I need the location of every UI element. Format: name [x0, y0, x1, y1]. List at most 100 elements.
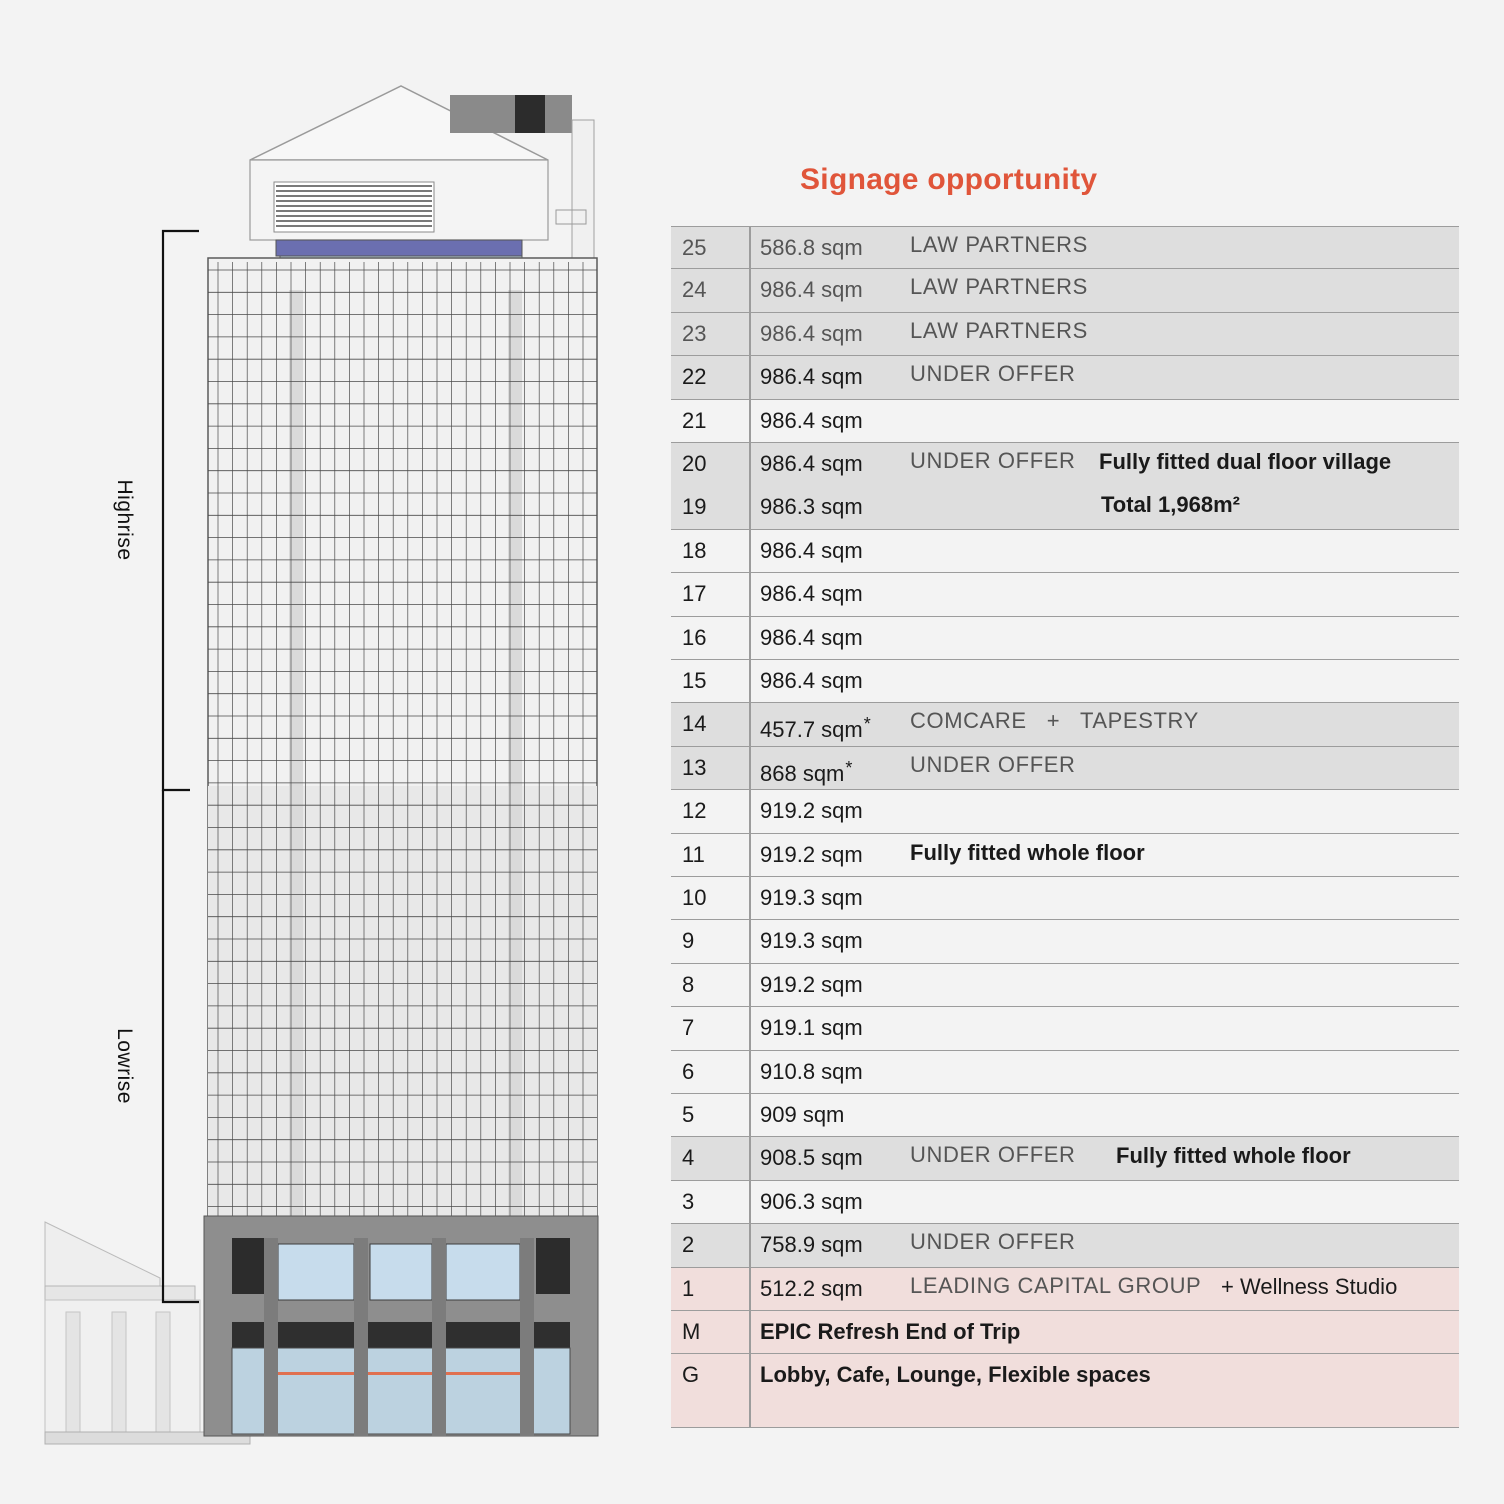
footnote-asterisk: *	[845, 757, 853, 778]
floor-number: M	[682, 1319, 701, 1344]
floor-area: 919.2 sqm	[760, 841, 863, 867]
tenant-status: COMCARE + TAPESTRY	[910, 708, 1199, 734]
floor-number: 13	[682, 754, 707, 780]
floor-number: 5	[682, 1102, 695, 1127]
floor-area: 512.2 sqm	[760, 1275, 863, 1301]
column-divider	[749, 443, 751, 487]
building-elevation	[44, 85, 599, 1445]
floor-number: 19	[682, 494, 707, 520]
column-divider	[749, 877, 751, 920]
floor-area: 986.4 sqm	[760, 407, 863, 433]
floor-note: Fully fitted dual floor village	[1099, 449, 1392, 474]
tenant-status: UNDER OFFER	[910, 751, 1076, 777]
floor-area: 919.3 sqm	[760, 928, 863, 954]
floor-note: Total 1,968m²	[1101, 492, 1240, 518]
floor-area: 909 sqm	[760, 1102, 845, 1127]
neighbour-building	[44, 1221, 251, 1445]
floor-area: 868 sqm*	[760, 757, 853, 786]
column-divider	[749, 833, 751, 876]
tenant-status: UNDER OFFER	[910, 448, 1076, 473]
column-divider	[749, 703, 751, 746]
floor-row-6: 6 910.8 sqm	[671, 1050, 1459, 1094]
floor-note: Fully fitted whole floor	[910, 839, 1145, 865]
floor-number: 2	[682, 1232, 695, 1258]
column-divider	[749, 529, 751, 573]
floor-area: 986.4 sqm	[760, 624, 863, 650]
floor-row-18: 18 986.4 sqm	[671, 529, 1459, 574]
floor-number: 22	[682, 364, 707, 390]
column-divider	[749, 1267, 751, 1310]
floor-number: 18	[682, 537, 707, 563]
floor-row-24: 24 986.4 sqm LAW PARTNERS	[671, 269, 1459, 313]
column-divider	[749, 227, 751, 269]
floor-area: 457.7 sqm*	[760, 714, 871, 743]
roof-plant	[249, 85, 595, 271]
floor-area: 986.4 sqm	[760, 277, 863, 303]
column-divider	[749, 920, 751, 963]
floor-row-13: 13 868 sqm* UNDER OFFER	[671, 746, 1459, 791]
tenant-status: UNDER OFFER	[910, 1229, 1076, 1255]
floor-number: 23	[682, 320, 707, 346]
floor-row-5: 5 909 sqm	[671, 1094, 1459, 1138]
tenant-status: UNDER OFFER	[910, 1142, 1076, 1168]
floor-area: 906.3 sqm	[760, 1188, 863, 1214]
podium	[203, 1215, 599, 1437]
column-divider	[749, 399, 751, 442]
highrise-label: Highrise	[113, 479, 136, 561]
column-divider	[749, 1180, 751, 1224]
floor-row-4: 4 908.5 sqm UNDER OFFER Fully fitted whole …	[671, 1137, 1459, 1181]
column-divider	[749, 486, 751, 529]
floor-row-g: G Lobby, Cafe, Lounge, Flexible spaces	[671, 1354, 1459, 1428]
floor-number: 15	[682, 668, 707, 693]
floor-number: 24	[682, 277, 707, 303]
floor-area: 986.3 sqm	[760, 494, 863, 520]
floor-row-16: 16 986.4 sqm	[671, 616, 1459, 660]
column-divider	[749, 356, 751, 399]
footnote-asterisk: *	[863, 714, 871, 735]
floor-number: 8	[682, 971, 695, 997]
floor-number: 9	[682, 928, 695, 954]
floor-number: 6	[682, 1058, 695, 1084]
floor-number: 14	[682, 711, 707, 737]
floor-row-19: 19 986.3 sqm Total 1,968m²	[671, 486, 1459, 530]
floor-number: 25	[682, 235, 707, 260]
floor-number: 11	[682, 841, 705, 867]
floor-number: G	[682, 1362, 700, 1388]
tenant-status: LAW PARTNERS	[910, 274, 1088, 300]
column-divider	[749, 790, 751, 833]
floor-area: 908.5 sqm	[760, 1145, 863, 1171]
column-divider	[749, 1050, 751, 1093]
column-divider	[749, 1354, 751, 1427]
tenant-status: LAW PARTNERS	[910, 232, 1088, 257]
floor-number: 4	[682, 1145, 695, 1171]
floor-area: 986.4 sqm	[760, 581, 863, 607]
column-divider	[749, 269, 751, 312]
column-divider	[749, 1007, 751, 1050]
floor-number: 3	[682, 1188, 695, 1214]
floor-area: 910.8 sqm	[760, 1058, 863, 1084]
floor-row-20: 20 986.4 sqm UNDER OFFER Fully fitted dual …	[671, 443, 1459, 487]
floor-area: 986.4 sqm	[760, 537, 863, 563]
column-divider	[749, 963, 751, 1007]
floor-number: 1	[682, 1275, 695, 1301]
floor-area: EPIC Refresh End of Trip	[760, 1319, 1021, 1344]
floor-row-14: 14 457.7 sqm* COMCARE + TAPESTRY	[671, 703, 1459, 747]
floor-area: 986.4 sqm	[760, 320, 863, 346]
floor-note: Fully fitted whole floor	[1116, 1143, 1351, 1169]
column-divider	[749, 312, 751, 356]
column-divider	[749, 1094, 751, 1137]
floor-area: Lobby, Cafe, Lounge, Flexible spaces	[760, 1362, 1151, 1388]
tenant-status: LAW PARTNERS	[910, 317, 1088, 343]
floor-number: 16	[682, 624, 707, 650]
floor-number: 10	[682, 885, 707, 910]
signage-title: Signage opportunity	[800, 163, 1098, 196]
floor-number: 20	[682, 451, 707, 476]
floor-row-23: 23 986.4 sqm LAW PARTNERS	[671, 312, 1459, 357]
floor-area: 986.4 sqm	[760, 451, 863, 476]
